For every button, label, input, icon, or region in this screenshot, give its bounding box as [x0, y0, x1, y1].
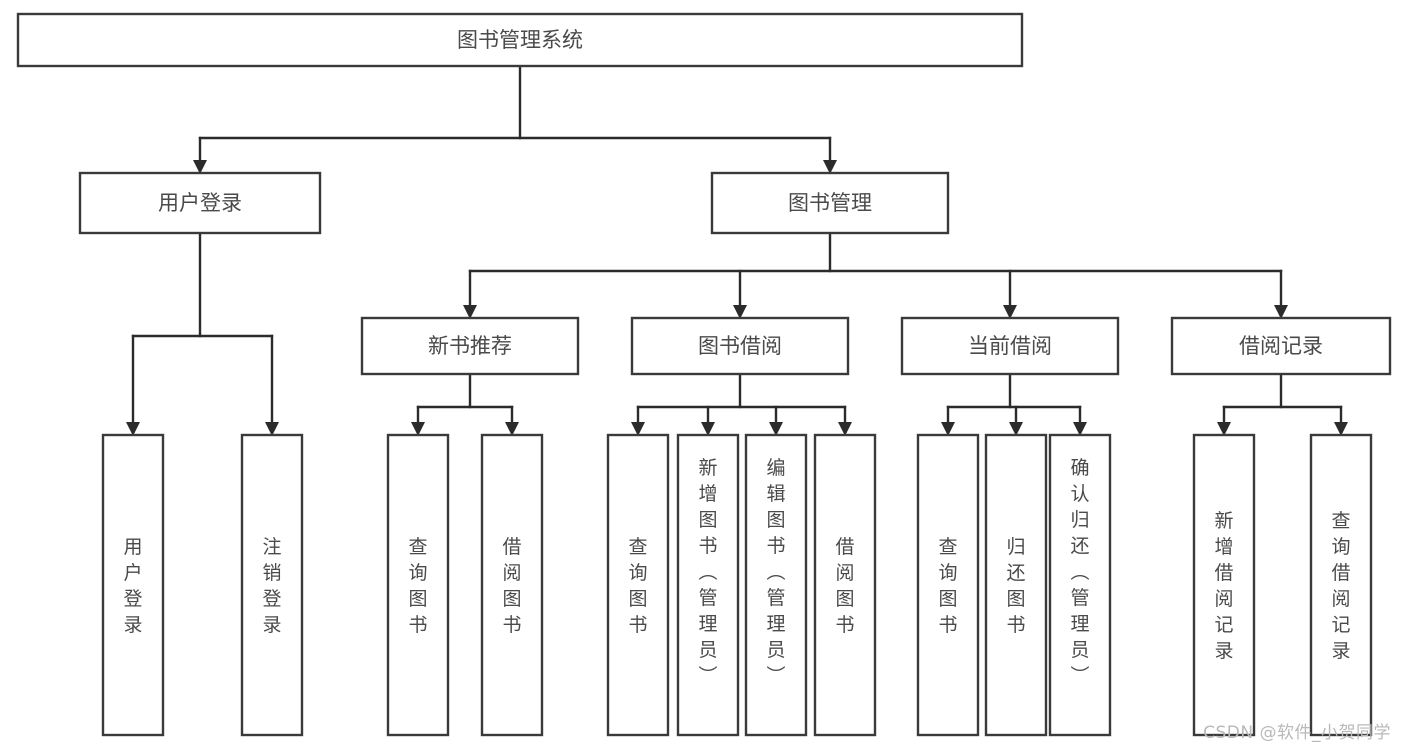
- node-box-leaf-user-login[interactable]: [101, 433, 165, 737]
- node-label-leaf-query-book-3: 查询图书: [938, 536, 957, 636]
- arrow-head-leaf-query-book-2: [631, 422, 645, 436]
- node-new-book-recommend[interactable]: 新书推荐: [360, 316, 580, 376]
- node-label-leaf-logout-login: 注销登录: [262, 536, 281, 636]
- node-user-login[interactable]: 用户登录: [78, 171, 322, 235]
- arrow-head-leaf-query-borrow-record: [1334, 422, 1348, 436]
- node-label-user-login: 用户登录: [158, 191, 242, 215]
- edge-group-book-manage: [463, 231, 1288, 319]
- arrow-head-user-login: [193, 160, 207, 174]
- node-box-leaf-edit-book-admin[interactable]: [744, 433, 808, 737]
- arrow-head-leaf-logout-login: [265, 422, 279, 436]
- arrow-head-current-borrow: [1003, 305, 1017, 319]
- node-leaf-add-book-admin[interactable]: 新增图书︵管理员︶: [676, 433, 740, 737]
- node-label-leaf-user-login: 用户登录: [123, 536, 142, 636]
- arrow-head-leaf-borrow-book-1: [505, 422, 519, 436]
- node-box-book-borrow[interactable]: [630, 316, 850, 376]
- arrow-head-leaf-add-book-admin: [701, 422, 715, 436]
- edge-group-borrow-record: [1217, 372, 1348, 436]
- node-leaf-user-login[interactable]: 用户登录: [101, 433, 165, 737]
- node-leaf-return-book[interactable]: 归还图书: [984, 433, 1048, 737]
- node-layer: 图书管理系统用户登录图书管理新书推荐图书借阅当前借阅借阅记录用户登录注销登录查询…: [16, 12, 1392, 737]
- node-box-root[interactable]: [16, 12, 1024, 68]
- edge-group-book-borrow: [631, 372, 852, 436]
- node-box-leaf-borrow-book-2[interactable]: [813, 433, 877, 737]
- node-label-current-borrow: 当前借阅: [968, 334, 1052, 358]
- arrow-head-leaf-query-book-1: [411, 422, 425, 436]
- arrow-head-book-manage: [823, 160, 837, 174]
- node-box-leaf-add-book-admin[interactable]: [676, 433, 740, 737]
- arrow-head-leaf-return-book: [1009, 422, 1023, 436]
- node-leaf-query-borrow-record[interactable]: 查询借阅记录: [1309, 433, 1373, 737]
- node-leaf-borrow-book-2[interactable]: 借阅图书: [813, 433, 877, 737]
- node-label-borrow-record: 借阅记录: [1239, 334, 1323, 358]
- node-box-leaf-query-book-1[interactable]: [386, 433, 450, 737]
- edge-group-current-borrow: [941, 372, 1087, 436]
- node-label-book-manage: 图书管理: [788, 191, 872, 215]
- node-box-leaf-add-borrow-record[interactable]: [1192, 433, 1256, 737]
- node-leaf-query-book-1[interactable]: 查询图书: [386, 433, 450, 737]
- node-leaf-query-book-3[interactable]: 查询图书: [916, 433, 980, 737]
- node-leaf-borrow-book-1[interactable]: 借阅图书: [480, 433, 544, 737]
- node-leaf-confirm-return-admin[interactable]: 确认归还︵管理员︶: [1048, 433, 1112, 737]
- node-box-user-login[interactable]: [78, 171, 322, 235]
- node-label-new-book-recommend: 新书推荐: [428, 334, 512, 358]
- node-label-leaf-borrow-book-1: 借阅图书: [502, 536, 521, 636]
- edge-group-root: [193, 64, 837, 174]
- node-book-borrow[interactable]: 图书借阅: [630, 316, 850, 376]
- arrow-head-borrow-record: [1274, 305, 1288, 319]
- node-current-borrow[interactable]: 当前借阅: [900, 316, 1120, 376]
- node-box-new-book-recommend[interactable]: [360, 316, 580, 376]
- csdn-watermark: CSDN @软件_小贺同学: [1203, 723, 1391, 743]
- arrow-head-leaf-borrow-book-2: [838, 422, 852, 436]
- node-label-leaf-add-book-admin: 新增图书︵管理员︶: [698, 457, 717, 687]
- arrow-head-leaf-confirm-return-admin: [1073, 422, 1087, 436]
- node-box-leaf-query-book-2[interactable]: [606, 433, 670, 737]
- arrow-head-book-borrow: [733, 305, 747, 319]
- node-leaf-add-borrow-record[interactable]: 新增借阅记录: [1192, 433, 1256, 737]
- node-label-leaf-confirm-return-admin: 确认归还︵管理员︶: [1070, 457, 1089, 687]
- edge-layer: [126, 64, 1348, 436]
- arrow-head-new-book-recommend: [463, 305, 477, 319]
- node-box-leaf-confirm-return-admin[interactable]: [1048, 433, 1112, 737]
- node-box-book-manage[interactable]: [710, 171, 950, 235]
- node-label-leaf-query-book-2: 查询图书: [628, 536, 647, 636]
- arrow-head-leaf-add-borrow-record: [1217, 422, 1231, 436]
- node-box-leaf-borrow-book-1[interactable]: [480, 433, 544, 737]
- node-label-leaf-return-book: 归还图书: [1006, 536, 1025, 636]
- node-leaf-logout-login[interactable]: 注销登录: [240, 433, 304, 737]
- node-label-leaf-add-borrow-record: 新增借阅记录: [1214, 510, 1233, 662]
- node-label-leaf-query-borrow-record: 查询借阅记录: [1331, 510, 1350, 662]
- node-box-leaf-query-borrow-record[interactable]: [1309, 433, 1373, 737]
- node-book-manage[interactable]: 图书管理: [710, 171, 950, 235]
- node-label-book-borrow: 图书借阅: [698, 334, 782, 358]
- node-label-leaf-borrow-book-2: 借阅图书: [835, 536, 854, 636]
- arrow-head-leaf-query-book-3: [941, 422, 955, 436]
- arrow-head-leaf-user-login: [126, 422, 140, 436]
- arrow-head-leaf-edit-book-admin: [769, 422, 783, 436]
- edge-group-new-book-recommend: [411, 372, 519, 436]
- node-label-leaf-query-book-1: 查询图书: [408, 536, 427, 636]
- node-box-leaf-query-book-3[interactable]: [916, 433, 980, 737]
- node-label-root: 图书管理系统: [457, 28, 583, 52]
- node-label-leaf-edit-book-admin: 编辑图书︵管理员︶: [766, 457, 785, 687]
- node-box-borrow-record[interactable]: [1170, 316, 1392, 376]
- node-root[interactable]: 图书管理系统: [16, 12, 1024, 68]
- node-borrow-record[interactable]: 借阅记录: [1170, 316, 1392, 376]
- edge-group-user-login: [126, 231, 279, 436]
- node-box-leaf-return-book[interactable]: [984, 433, 1048, 737]
- node-leaf-query-book-2[interactable]: 查询图书: [606, 433, 670, 737]
- node-box-leaf-logout-login[interactable]: [240, 433, 304, 737]
- node-leaf-edit-book-admin[interactable]: 编辑图书︵管理员︶: [744, 433, 808, 737]
- node-box-current-borrow[interactable]: [900, 316, 1120, 376]
